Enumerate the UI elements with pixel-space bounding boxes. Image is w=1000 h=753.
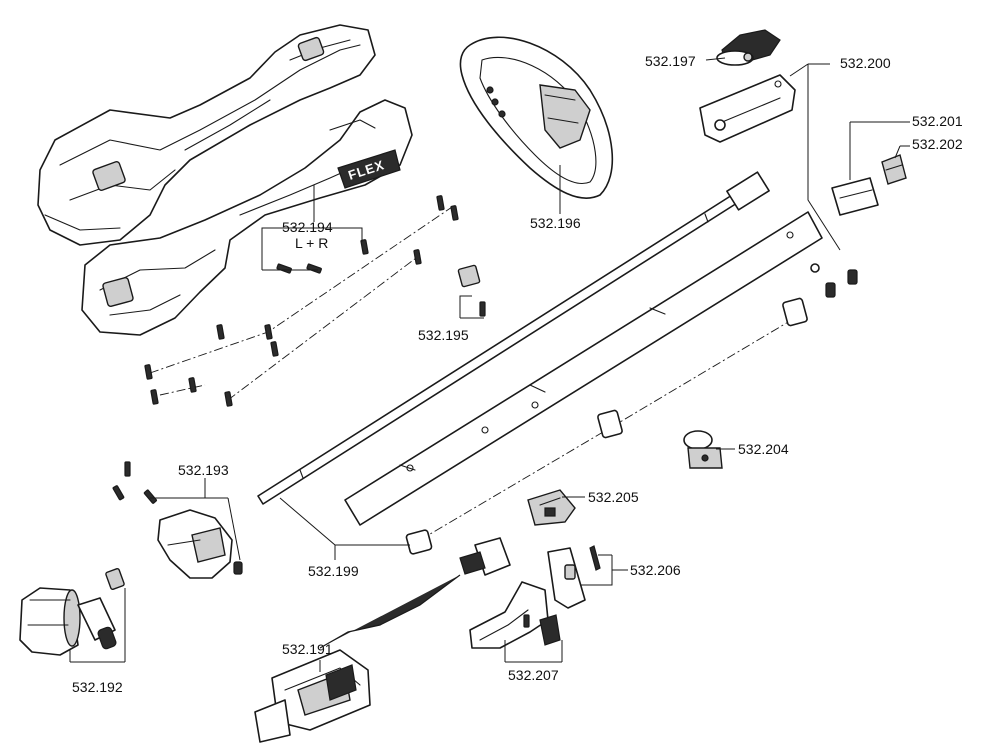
loop-handle	[459, 36, 614, 199]
housing-half-front: FLEX	[81, 99, 413, 336]
callout-532-202: 532.202	[912, 136, 963, 152]
trigger-part	[469, 581, 561, 649]
spring-part	[589, 545, 601, 571]
trigger-lock-part	[547, 547, 586, 609]
bushing-part	[683, 430, 723, 469]
callout-532-194-note: L + R	[295, 235, 328, 251]
callout-532-197: 532.197	[645, 53, 696, 69]
bracket-part	[699, 74, 796, 143]
callout-532-204: 532.204	[738, 441, 789, 457]
bracket-screws	[810, 263, 858, 298]
callout-532-206: 532.206	[630, 562, 681, 578]
sleeve-part	[831, 177, 879, 216]
callout-532-191: 532.191	[282, 641, 333, 657]
motor-part	[19, 568, 125, 656]
callout-532-195: 532.195	[418, 327, 469, 343]
outer-tube	[344, 211, 823, 526]
gear-housing-part	[112, 461, 243, 579]
control-board-part	[254, 537, 511, 743]
callout-532-205: 532.205	[588, 489, 639, 505]
callout-labels: 532.194 L + R 532.195 532.196 532.197 53…	[72, 53, 963, 695]
housing-half-back	[37, 24, 376, 246]
callout-532-200: 532.200	[840, 55, 891, 71]
housing-screws	[144, 195, 459, 407]
callout-532-207: 532.207	[508, 667, 559, 683]
callout-532-194: 532.194	[282, 219, 333, 235]
callout-532-201: 532.201	[912, 113, 963, 129]
tube-spacers	[405, 297, 808, 555]
cap-part	[881, 154, 907, 185]
leader-lines	[69, 57, 910, 672]
callout-532-196: 532.196	[530, 215, 581, 231]
callout-532-192: 532.192	[72, 679, 123, 695]
callout-532-199: 532.199	[308, 563, 359, 579]
switch-part	[527, 489, 576, 526]
knob-part	[716, 29, 781, 66]
loop-handle-ribs	[486, 86, 506, 118]
callout-532-193: 532.193	[178, 462, 229, 478]
clip-part	[457, 264, 486, 317]
drive-shaft	[257, 171, 770, 505]
